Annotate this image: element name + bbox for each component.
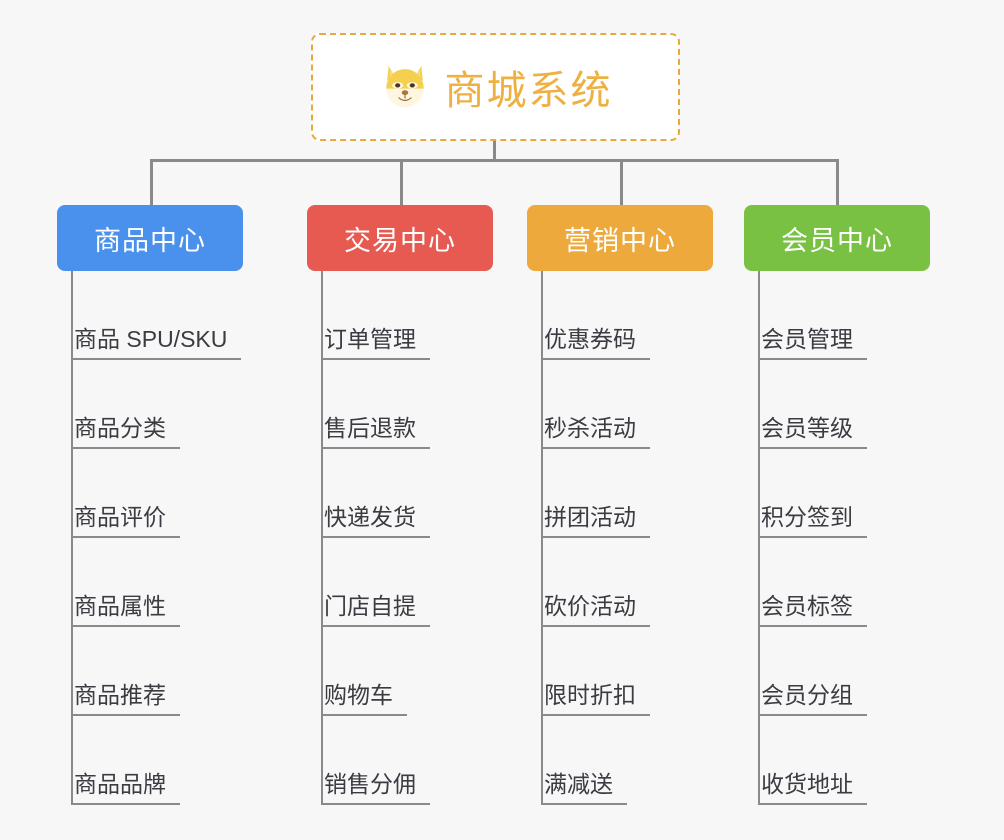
leaf-label: 限时折扣 bbox=[541, 682, 650, 716]
branch-spine-3 bbox=[541, 271, 543, 805]
branch-items-3: 优惠券码 秒杀活动 拼团活动 砍价活动 限时折扣 满减送 bbox=[527, 271, 713, 805]
branch-header-label-1: 商品中心 bbox=[94, 225, 206, 256]
branch-header-label-2: 交易中心 bbox=[344, 225, 456, 256]
leaf-item[interactable]: 商品分类 bbox=[57, 360, 243, 449]
leaf-label: 秒杀活动 bbox=[541, 415, 650, 449]
leaf-label: 购物车 bbox=[321, 682, 407, 716]
branch-items-4: 会员管理 会员等级 积分签到 会员标签 会员分组 收货地址 bbox=[744, 271, 930, 805]
branch-spine-2 bbox=[321, 271, 323, 805]
leaf-item[interactable]: 收货地址 bbox=[744, 716, 930, 805]
leaf-label: 商品分类 bbox=[71, 415, 180, 449]
connector-drop-2 bbox=[400, 159, 403, 205]
connector-drop-1 bbox=[150, 159, 153, 205]
connector-drop-3 bbox=[620, 159, 623, 205]
leaf-item[interactable]: 会员分组 bbox=[744, 627, 930, 716]
branch-header-label-3: 营销中心 bbox=[564, 225, 676, 256]
leaf-item[interactable]: 门店自提 bbox=[307, 538, 493, 627]
leaf-label: 商品推荐 bbox=[71, 682, 180, 716]
leaf-label: 满减送 bbox=[541, 771, 627, 805]
leaf-label: 商品 SPU/SKU bbox=[71, 326, 242, 360]
leaf-item[interactable]: 商品品牌 bbox=[57, 716, 243, 805]
leaf-label: 订单管理 bbox=[321, 326, 430, 360]
leaf-item[interactable]: 销售分佣 bbox=[307, 716, 493, 805]
leaf-item[interactable]: 积分签到 bbox=[744, 449, 930, 538]
root-title: 商城系统 bbox=[444, 69, 613, 113]
branch-column-4: 会员中心 会员管理 会员等级 积分签到 会员标签 会员分组 收货地址 bbox=[744, 205, 930, 805]
leaf-label: 快递发货 bbox=[321, 504, 430, 538]
shiba-dog-face-icon bbox=[379, 61, 431, 113]
branch-spine-4 bbox=[758, 271, 760, 805]
leaf-item[interactable]: 商品属性 bbox=[57, 538, 243, 627]
leaf-label: 积分签到 bbox=[758, 504, 867, 538]
leaf-item[interactable]: 会员等级 bbox=[744, 360, 930, 449]
branch-header-4[interactable]: 会员中心 bbox=[744, 205, 930, 271]
leaf-label: 优惠券码 bbox=[541, 326, 650, 360]
root-node[interactable]: 商城系统 bbox=[311, 33, 680, 141]
branch-header-3[interactable]: 营销中心 bbox=[527, 205, 713, 271]
leaf-item[interactable]: 商品评价 bbox=[57, 449, 243, 538]
leaf-label: 会员分组 bbox=[758, 682, 867, 716]
leaf-item[interactable]: 限时折扣 bbox=[527, 627, 713, 716]
leaf-item[interactable]: 优惠券码 bbox=[527, 271, 713, 360]
leaf-item[interactable]: 快递发货 bbox=[307, 449, 493, 538]
leaf-label: 会员管理 bbox=[758, 326, 867, 360]
leaf-item[interactable]: 会员管理 bbox=[744, 271, 930, 360]
leaf-label: 销售分佣 bbox=[321, 771, 430, 805]
leaf-label: 门店自提 bbox=[321, 593, 430, 627]
leaf-item[interactable]: 购物车 bbox=[307, 627, 493, 716]
leaf-item[interactable]: 满减送 bbox=[527, 716, 713, 805]
connector-root-stem bbox=[493, 141, 496, 162]
leaf-item[interactable]: 拼团活动 bbox=[527, 449, 713, 538]
leaf-item[interactable]: 订单管理 bbox=[307, 271, 493, 360]
leaf-item[interactable]: 商品推荐 bbox=[57, 627, 243, 716]
connector-drop-4 bbox=[836, 159, 839, 205]
branch-items-1: 商品 SPU/SKU 商品分类 商品评价 商品属性 商品推荐 商品品牌 bbox=[57, 271, 243, 805]
branch-column-2: 交易中心 订单管理 售后退款 快递发货 门店自提 购物车 销售分佣 bbox=[307, 205, 493, 805]
connector-horizontal-bus bbox=[150, 159, 838, 162]
leaf-item[interactable]: 售后退款 bbox=[307, 360, 493, 449]
branch-header-1[interactable]: 商品中心 bbox=[57, 205, 243, 271]
branch-column-3: 营销中心 优惠券码 秒杀活动 拼团活动 砍价活动 限时折扣 满减送 bbox=[527, 205, 713, 805]
branch-spine-1 bbox=[71, 271, 73, 805]
leaf-label: 售后退款 bbox=[321, 415, 430, 449]
branch-header-label-4: 会员中心 bbox=[781, 225, 893, 256]
leaf-label: 商品属性 bbox=[71, 593, 180, 627]
leaf-label: 收货地址 bbox=[758, 771, 867, 805]
leaf-label: 拼团活动 bbox=[541, 504, 650, 538]
leaf-label: 砍价活动 bbox=[541, 593, 650, 627]
branch-items-2: 订单管理 售后退款 快递发货 门店自提 购物车 销售分佣 bbox=[307, 271, 493, 805]
leaf-item[interactable]: 秒杀活动 bbox=[527, 360, 713, 449]
leaf-item[interactable]: 会员标签 bbox=[744, 538, 930, 627]
leaf-label: 商品评价 bbox=[71, 504, 180, 538]
branch-column-1: 商品中心 商品 SPU/SKU 商品分类 商品评价 商品属性 商品推荐 商品品牌 bbox=[57, 205, 243, 805]
branch-header-2[interactable]: 交易中心 bbox=[307, 205, 493, 271]
leaf-label: 会员等级 bbox=[758, 415, 867, 449]
leaf-label: 会员标签 bbox=[758, 593, 867, 627]
leaf-label: 商品品牌 bbox=[71, 771, 180, 805]
leaf-item[interactable]: 砍价活动 bbox=[527, 538, 713, 627]
leaf-item[interactable]: 商品 SPU/SKU bbox=[57, 271, 243, 360]
